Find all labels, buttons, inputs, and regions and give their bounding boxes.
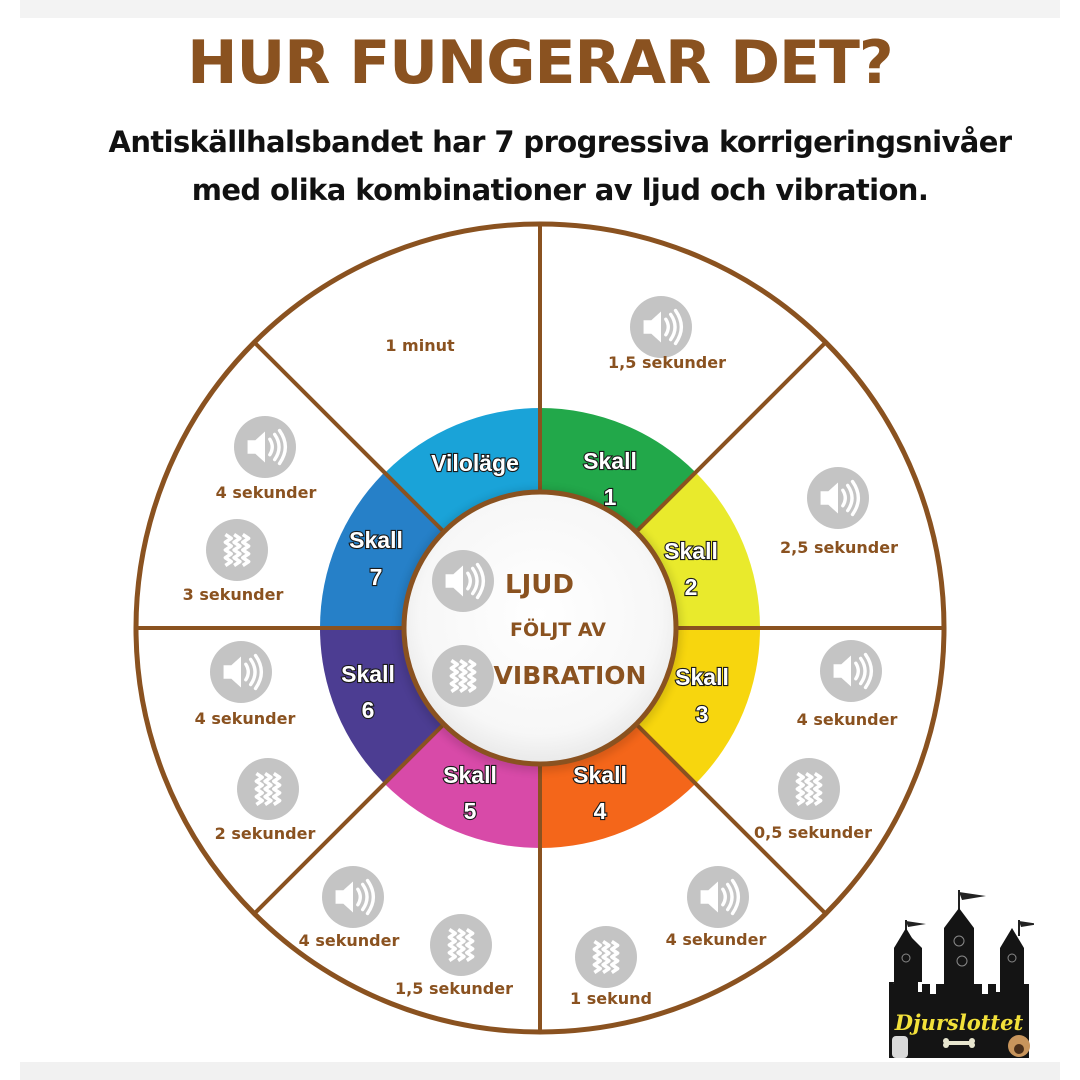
- center-vibration-label: VIBRATION: [494, 661, 647, 690]
- speaker-icon: [820, 640, 882, 702]
- viloläge-duration: 1 minut: [385, 336, 455, 355]
- skall-7-sound-duration: 4 sekunder: [216, 483, 317, 502]
- djurslottet-logo: Djurslottet: [884, 886, 1039, 1058]
- ring-label-skall-3: Skall: [675, 664, 729, 690]
- vibration-icon: [778, 758, 840, 820]
- ring-number-skall-3: 3: [696, 701, 709, 727]
- castle-icon: Djurslottet: [889, 890, 1039, 1058]
- speaker-icon: [322, 866, 384, 928]
- page-subtitle: Antiskällhalsbandet har 7 progressiva ko…: [30, 118, 1080, 214]
- center-connector-label: FÖLJT AV: [510, 617, 606, 641]
- vibration-icon: [430, 914, 492, 976]
- skall-2-sound-duration: 2,5 sekunder: [780, 538, 898, 557]
- skall-4-vibration-duration: 1 sekund: [570, 989, 652, 1008]
- skall-5-vibration-duration: 1,5 sekunder: [395, 979, 513, 998]
- ring-number-skall-4: 4: [594, 798, 607, 824]
- ring-number-skall-7: 7: [370, 564, 383, 590]
- ring-label-skall-7: Skall: [349, 527, 403, 553]
- speaker-icon: [234, 416, 296, 478]
- ring-label-skall-1: Skall: [583, 448, 637, 474]
- ring-label-skall-6: Skall: [341, 661, 395, 687]
- vibration-icon: [237, 758, 299, 820]
- vibration-icon: [575, 926, 637, 988]
- skall-4-sound-duration: 4 sekunder: [666, 930, 767, 949]
- ring-number-skall-1: 1: [604, 484, 617, 510]
- ring-label-viloläge: Viloläge: [431, 450, 519, 476]
- skall-7-vibration-duration: 3 sekunder: [183, 585, 284, 604]
- skall-3-sound-duration: 4 sekunder: [797, 710, 898, 729]
- ring-label-skall-4: Skall: [573, 762, 627, 788]
- vibration-icon: [432, 645, 494, 707]
- center-sound-label: LJUD: [505, 570, 574, 600]
- skall-5-sound-duration: 4 sekunder: [299, 931, 400, 950]
- logo-brand-text: Djurslottet: [894, 1010, 1024, 1035]
- skall-1-sound-duration: 1,5 sekunder: [608, 353, 726, 372]
- speaker-icon: [630, 296, 692, 358]
- ring-label-skall-2: Skall: [664, 538, 718, 564]
- ring-number-skall-2: 2: [685, 574, 698, 600]
- skall-6-vibration-duration: 2 sekunder: [215, 824, 316, 843]
- speaker-icon: [432, 550, 494, 612]
- top-band: [20, 0, 1060, 18]
- ring-number-skall-5: 5: [464, 798, 477, 824]
- subtitle-line-2: med olika kombinationer av ljud och vibr…: [191, 173, 929, 207]
- subtitle-line-1: Antiskällhalsbandet har 7 progressiva ko…: [108, 125, 1012, 159]
- skall-3-vibration-duration: 0,5 sekunder: [754, 823, 872, 842]
- speaker-icon: [687, 866, 749, 928]
- speaker-icon: [210, 641, 272, 703]
- bottom-band: [20, 1062, 1060, 1080]
- ring-label-skall-5: Skall: [443, 762, 497, 788]
- page-title: HUR FUNGERAR DET?: [187, 28, 893, 98]
- skall-6-sound-duration: 4 sekunder: [195, 709, 296, 728]
- vibration-icon: [206, 519, 268, 581]
- speaker-icon: [807, 467, 869, 529]
- ring-number-skall-6: 6: [362, 697, 375, 723]
